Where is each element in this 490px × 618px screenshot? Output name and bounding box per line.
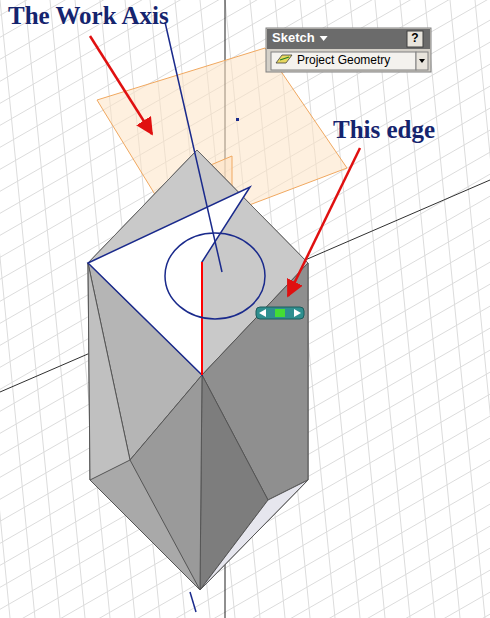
grid-line <box>25 0 85 618</box>
grid-line <box>300 0 360 618</box>
sketch-face <box>88 187 250 375</box>
grid-line <box>325 0 385 618</box>
grid-line <box>0 24 490 374</box>
grid-line <box>0 552 490 618</box>
grid-line <box>425 0 485 618</box>
grid-line <box>350 0 410 618</box>
help-icon: ? <box>408 32 422 45</box>
work-axis <box>165 22 222 272</box>
cube-facet <box>200 375 268 590</box>
grid-line <box>475 0 490 618</box>
cube-body <box>88 150 308 590</box>
point <box>236 118 239 121</box>
panel-title: Sketch <box>272 31 315 45</box>
grid-line <box>375 0 435 618</box>
grid-line <box>0 0 60 618</box>
cube-facet <box>200 480 308 590</box>
panel-bar <box>266 28 431 72</box>
grid-line <box>0 596 490 618</box>
grid-line <box>400 0 460 618</box>
grid-line <box>0 574 490 618</box>
sketch-circle <box>165 233 265 319</box>
callout-arrow <box>90 36 152 134</box>
drag-grip <box>256 307 304 319</box>
callout-label: This edge <box>333 116 435 144</box>
cube-facet <box>130 375 202 590</box>
project-geometry-icon <box>276 55 292 63</box>
callout-label: The Work Axis <box>8 2 169 30</box>
callout-arrow <box>288 148 360 296</box>
work-axis <box>190 592 196 612</box>
button-label: Project Geometry <box>297 54 390 67</box>
dropdown-arrow <box>320 36 328 41</box>
